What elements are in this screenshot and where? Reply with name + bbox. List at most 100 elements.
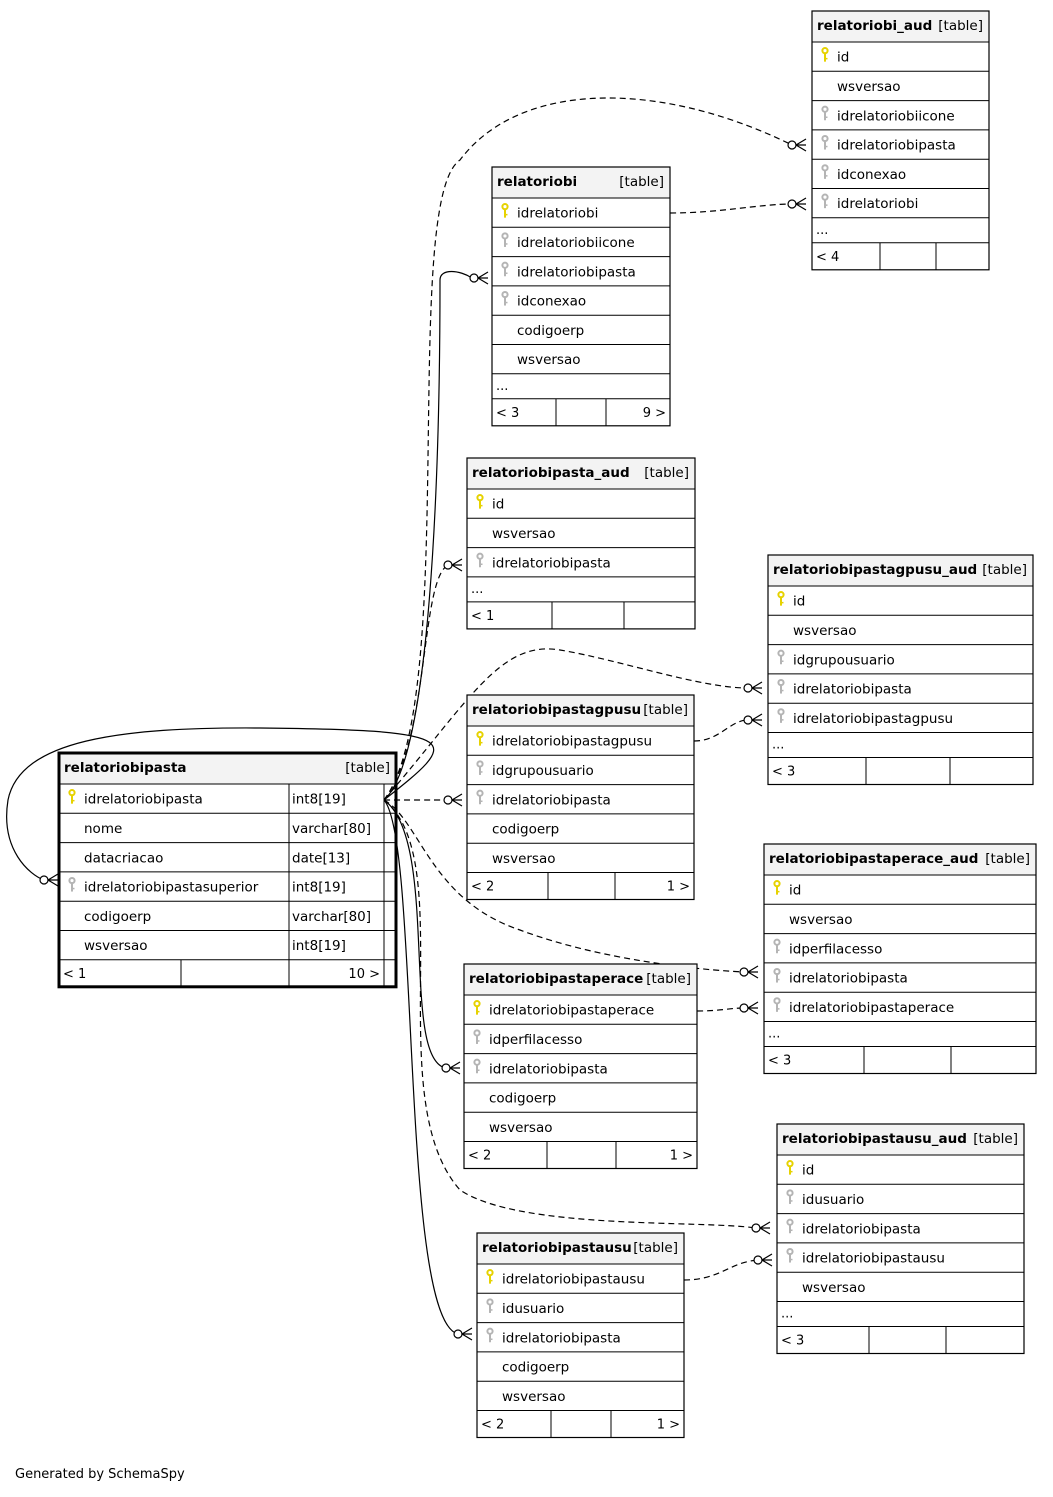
column-row[interactable]: wsversao	[502, 1389, 566, 1405]
column-row[interactable]: idrelatoriobipasta	[821, 134, 956, 154]
parents-count[interactable]: < 1	[63, 967, 86, 982]
column-row[interactable]: idrelatoriobipastaperace	[473, 1000, 654, 1019]
column-row[interactable]: id	[476, 494, 504, 513]
table-name: relatoriobipastaperace	[469, 971, 643, 987]
column-row[interactable]: wsversao	[492, 526, 556, 542]
optional-marker-icon	[453, 1329, 463, 1339]
table-relatoriobipastaperace_aud[interactable]: relatoriobipastaperace_aud[table]idwsver…	[763, 843, 1037, 1075]
table-tag: [table]	[982, 562, 1027, 578]
children-count[interactable]: 1 >	[670, 1149, 693, 1164]
table-header	[777, 1124, 1024, 1155]
table-tag: [table]	[345, 760, 390, 776]
column-row[interactable]: id	[786, 1160, 814, 1179]
table-name: relatoriobipastausu_aud	[782, 1131, 967, 1147]
column-name: codigoerp	[84, 909, 151, 925]
column-row[interactable]: id	[777, 591, 805, 610]
parents-count[interactable]: < 3	[768, 1054, 791, 1069]
column-row[interactable]: idusuario	[786, 1189, 864, 1208]
column-row[interactable]: idrelatoriobipasta	[486, 1327, 621, 1347]
parents-count[interactable]: < 2	[468, 1149, 491, 1164]
column-row[interactable]: idrelatoriobipasta	[476, 552, 611, 572]
table-tag: [table]	[973, 1131, 1018, 1147]
column-row[interactable]: idperfilacesso	[473, 1029, 582, 1048]
foreign-key-icon	[501, 290, 509, 306]
column-row[interactable]: idrelatoriobiicone	[501, 232, 635, 251]
table-relatoriobipastagpusu[interactable]: relatoriobipastagpusu[table]idrelatoriob…	[466, 694, 695, 901]
table-relatoriobipastagpusu_aud[interactable]: relatoriobipastagpusu_aud [table] id wsvers…	[767, 554, 1034, 786]
column-row[interactable]: idrelatoriobipasta	[786, 1218, 921, 1238]
column-row[interactable]: idrelatoriobipasta	[476, 789, 611, 809]
column-row[interactable]: idgrupousuario	[476, 760, 594, 779]
column-row[interactable]: idrelatoriobipasta	[473, 1058, 608, 1078]
table-name: relatoriobipastagpusu_aud	[773, 562, 977, 578]
children-count[interactable]: 1 >	[667, 880, 690, 895]
column-row[interactable]: id	[821, 47, 849, 66]
column-row[interactable]: idrelatoriobiicone	[821, 105, 955, 125]
column-row[interactable]: idrelatoriobipasta	[501, 261, 636, 281]
table-relatoriobipastaperace[interactable]: relatoriobipastaperace[table]idrelatorio…	[463, 963, 698, 1170]
column-name: codigoerp	[489, 1091, 556, 1107]
column-row[interactable]: wsversao	[837, 79, 901, 95]
table-relatoriobi[interactable]: relatoriobi[table]idrelatoriobiidrelator…	[491, 166, 671, 427]
column-row[interactable]: wsversao	[802, 1280, 866, 1296]
column-name: idrelatoriobiicone	[837, 108, 955, 124]
column-row[interactable]: idrelatoriobi	[501, 203, 598, 222]
column-name: idrelatoriobipasta	[793, 682, 912, 698]
table-relatoriobipasta[interactable]: relatoriobipasta[table]idrelatoriobipast…	[57, 751, 398, 989]
column-row[interactable]: codigoerp varchar[80]	[84, 909, 371, 925]
table-relatoriobipasta_aud[interactable]: relatoriobipasta_aud[table]idwsversaoidr…	[466, 457, 696, 630]
column-type: varchar[80]	[292, 909, 371, 925]
tables: relatoriobi_aud[table]idwsversaoidrelato…	[57, 10, 1037, 1439]
children-count[interactable]: 10 >	[348, 967, 380, 982]
relationship-edge	[696, 1001, 759, 1015]
primary-key-icon	[476, 494, 484, 509]
table-relatoriobipastausu[interactable]: relatoriobipastausu[table]idrelatoriobip…	[476, 1232, 685, 1439]
table-relatoriobipastausu_aud[interactable]: relatoriobipastausu_aud [table] id idusuari…	[776, 1123, 1025, 1355]
column-row[interactable]: idperfilacesso	[773, 938, 882, 958]
column-row[interactable]: wsversao	[517, 352, 581, 368]
column-row[interactable]: idrelatoriobipastausu	[486, 1269, 645, 1288]
column-row[interactable]: idconexao	[821, 164, 906, 183]
parents-count[interactable]: < 3	[772, 765, 795, 780]
column-row[interactable]: codigoerp	[517, 323, 584, 339]
column-row[interactable]: idgrupousuario	[777, 649, 895, 669]
column-row[interactable]: id	[773, 880, 801, 899]
children-count[interactable]: 9 >	[643, 406, 666, 421]
table-name: relatoriobipastaperace_aud	[769, 851, 978, 867]
column-row[interactable]: wsversao	[489, 1120, 553, 1136]
parents-count[interactable]: < 3	[496, 406, 519, 421]
parents-count[interactable]: < 4	[816, 250, 839, 265]
column-row[interactable]: codigoerp	[492, 822, 559, 838]
column-row[interactable]: codigoerp	[489, 1091, 556, 1107]
column-row[interactable]: idrelatoriobipasta	[773, 967, 908, 987]
column-row[interactable]: idrelatoriobipasta	[777, 678, 912, 698]
column-name: idusuario	[502, 1301, 564, 1317]
relationship-edge	[6, 727, 435, 887]
column-row[interactable]: wsversao	[793, 623, 857, 639]
foreign-key-icon	[473, 1029, 481, 1044]
column-row[interactable]: idrelatoriobipastagpusu	[476, 731, 652, 750]
children-count[interactable]: 1 >	[657, 1418, 680, 1433]
column-row[interactable]: idrelatoriobi	[821, 193, 918, 213]
parents-count[interactable]: < 1	[471, 609, 494, 624]
column-row[interactable]: idconexao	[501, 290, 586, 310]
table-relatoriobi_aud[interactable]: relatoriobi_aud[table]idwsversaoidrelato…	[811, 10, 990, 271]
column-row[interactable]: idrelatoriobipastaperace	[773, 997, 954, 1016]
column-row[interactable]: idrelatoriobipastagpusu	[777, 708, 953, 727]
column-row[interactable]: idrelatoriobipastausu	[786, 1247, 945, 1267]
parents-count[interactable]: < 2	[471, 880, 494, 895]
table-name: relatoriobi_aud	[817, 18, 932, 34]
column-row[interactable]: wsversao	[789, 912, 853, 928]
column-name: idrelatoriobipastagpusu	[793, 711, 953, 727]
column-row[interactable]: codigoerp	[502, 1360, 569, 1376]
column-row[interactable]: idusuario	[486, 1298, 564, 1317]
column-row[interactable]: wsversao	[492, 851, 556, 867]
parents-count[interactable]: < 3	[781, 1334, 804, 1349]
parents-count[interactable]: < 2	[481, 1418, 504, 1433]
column-name: wsversao	[802, 1280, 866, 1296]
